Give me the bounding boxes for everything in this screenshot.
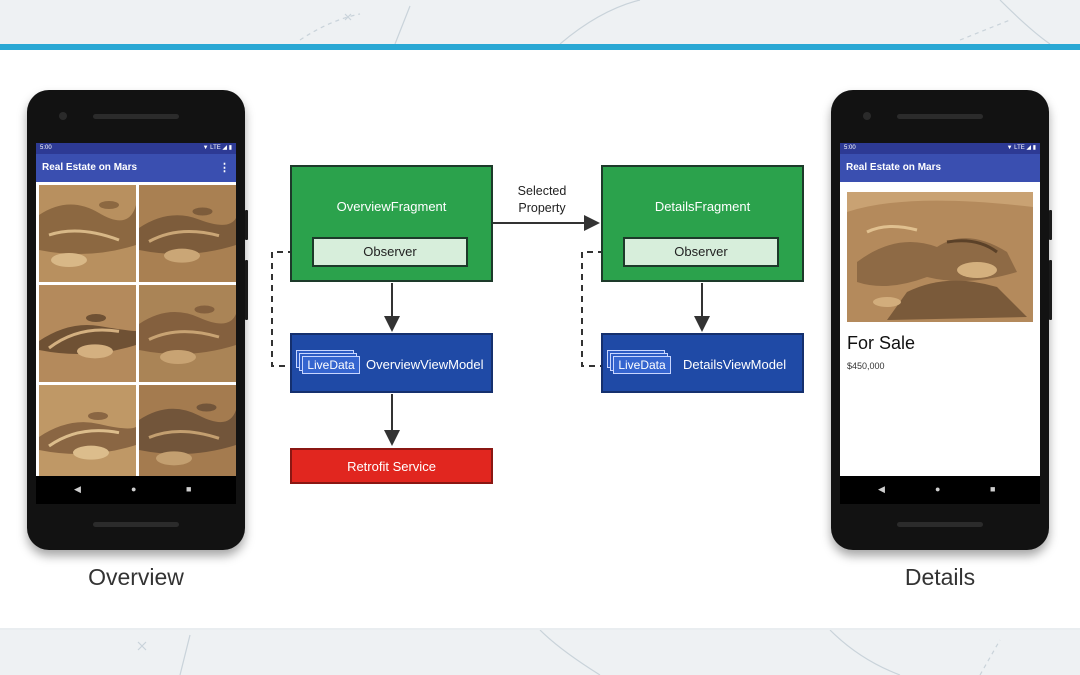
details-caption: Details bbox=[904, 564, 976, 590]
details-viewmodel-node: LiveData DetailsViewModel bbox=[601, 333, 804, 393]
retrofit-service-node: Retrofit Service bbox=[290, 448, 493, 484]
overview-caption: Overview bbox=[88, 564, 184, 590]
overview-observer-node: Observer bbox=[312, 237, 468, 267]
edge-label-line1: Selected bbox=[517, 184, 567, 198]
speaker-grille bbox=[93, 114, 179, 119]
diagram-connectors bbox=[271, 215, 710, 446]
status-icons: ▼ LTE ◢ ▮ bbox=[1006, 145, 1036, 151]
mars-rock-image bbox=[139, 185, 236, 282]
power-button bbox=[245, 210, 248, 240]
camera-icon bbox=[59, 112, 67, 120]
home-icon[interactable]: ● bbox=[131, 484, 137, 494]
app-title: Real Estate on Mars bbox=[42, 162, 138, 173]
details-fragment-label: DetailsFragment bbox=[654, 199, 751, 214]
power-button bbox=[1049, 210, 1052, 240]
background-top bbox=[0, 0, 1080, 44]
details-viewmodel-label: DetailsViewModel bbox=[683, 357, 787, 372]
overview-livedata-stack: LiveData bbox=[296, 350, 366, 376]
photo-grid bbox=[36, 182, 236, 485]
mars-rock-image bbox=[39, 385, 136, 482]
details-phone: 5:00 ▼ LTE ◢ ▮ Real Estate on Mars Fo bbox=[831, 90, 1052, 550]
edge-label-line2: Property bbox=[518, 201, 566, 215]
nav-bar: ◀ ● ■ bbox=[36, 476, 236, 504]
overview-livedata-label: LiveData bbox=[302, 356, 360, 374]
background-bottom bbox=[0, 630, 1080, 675]
volume-button bbox=[1049, 260, 1052, 320]
volume-button bbox=[245, 260, 248, 320]
speaker-grille-bottom bbox=[897, 522, 983, 527]
home-icon[interactable]: ● bbox=[935, 484, 941, 494]
overview-phone: 5:00 ▼ LTE ◢ ▮ Real Estate on Mars ⋮ ◀ ●… bbox=[27, 90, 248, 550]
mars-rock-image bbox=[847, 192, 1033, 322]
overflow-menu-icon[interactable]: ⋮ bbox=[219, 162, 230, 174]
photo-tile[interactable] bbox=[139, 285, 236, 382]
details-screen: 5:00 ▼ LTE ◢ ▮ Real Estate on Mars Fo bbox=[840, 143, 1040, 504]
photo-tile[interactable] bbox=[39, 185, 136, 282]
photo-tile[interactable] bbox=[139, 185, 236, 282]
status-time: 5:00 bbox=[844, 145, 856, 151]
photo-tile[interactable] bbox=[39, 385, 136, 482]
mars-rock-image bbox=[39, 285, 136, 382]
mars-rock-image bbox=[139, 285, 236, 382]
photo-tile[interactable] bbox=[39, 285, 136, 382]
recents-icon[interactable]: ■ bbox=[186, 484, 192, 494]
speaker-grille-bottom bbox=[93, 522, 179, 527]
nav-bar: ◀ ● ■ bbox=[840, 476, 1040, 504]
mars-rock-image bbox=[139, 385, 236, 482]
photo-tile[interactable] bbox=[139, 385, 236, 482]
slide: 5:00 ▼ LTE ◢ ▮ Real Estate on Mars ⋮ ◀ ●… bbox=[0, 50, 1080, 628]
status-bar: 5:00 ▼ LTE ◢ ▮ bbox=[36, 143, 236, 154]
overview-screen: 5:00 ▼ LTE ◢ ▮ Real Estate on Mars ⋮ ◀ ●… bbox=[36, 143, 236, 504]
overview-viewmodel-label: OverviewViewModel bbox=[366, 357, 484, 372]
details-observer-node: Observer bbox=[623, 237, 779, 267]
status-bar: 5:00 ▼ LTE ◢ ▮ bbox=[840, 143, 1040, 154]
details-livedata-label: LiveData bbox=[613, 356, 671, 374]
accent-line bbox=[0, 44, 1080, 50]
mars-rock-image bbox=[39, 185, 136, 282]
background-pattern-bottom bbox=[137, 630, 1001, 675]
property-photo bbox=[847, 192, 1033, 322]
status-icons: ▼ LTE ◢ ▮ bbox=[202, 145, 232, 151]
app-title: Real Estate on Mars bbox=[846, 162, 942, 173]
edge-details-livedata-observer bbox=[581, 244, 622, 367]
speaker-grille bbox=[897, 114, 983, 119]
property-price: $450,000 bbox=[847, 361, 885, 371]
camera-icon bbox=[863, 112, 871, 120]
property-heading: For Sale bbox=[847, 333, 916, 353]
selected-property-label: Selected Property bbox=[502, 183, 582, 217]
retrofit-service-label: Retrofit Service bbox=[347, 459, 436, 474]
overview-viewmodel-node: LiveData OverviewViewModel bbox=[290, 333, 493, 393]
app-bar: Real Estate on Mars ⋮ bbox=[36, 154, 236, 182]
recents-icon[interactable]: ■ bbox=[990, 484, 996, 494]
status-time: 5:00 bbox=[40, 145, 52, 151]
back-icon[interactable]: ◀ bbox=[74, 484, 81, 494]
background-pattern-top bbox=[299, 0, 1051, 44]
back-icon[interactable]: ◀ bbox=[878, 484, 885, 494]
app-bar: Real Estate on Mars bbox=[840, 154, 1040, 182]
overview-fragment-label: OverviewFragment bbox=[336, 199, 447, 214]
details-livedata-stack: LiveData bbox=[607, 350, 677, 376]
